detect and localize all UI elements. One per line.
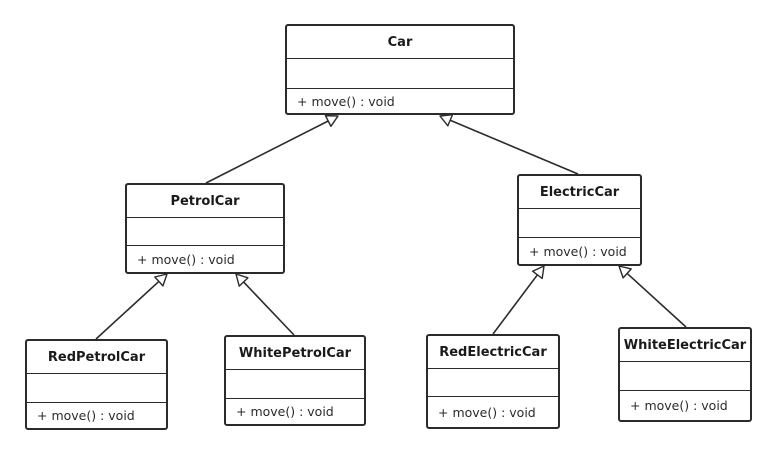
class-red-petrol-car[interactable]: RedPetrolCar + move() : void (25, 339, 168, 430)
class-white-petrol-car[interactable]: WhitePetrolCar + move() : void (224, 335, 366, 426)
generalization-arrowhead (618, 265, 632, 279)
operation-label: + move() : void (297, 93, 395, 109)
class-name: ElectricCar (519, 176, 640, 209)
generalization-line-red-electric-to-electric (492, 274, 539, 335)
operation-label: + move() : void (37, 408, 135, 423)
class-electric-car[interactable]: ElectricCar + move() : void (517, 174, 642, 266)
generalization-line-white-petrol-to-petrol (242, 281, 295, 336)
class-name: Car (287, 26, 513, 59)
attributes-compartment (27, 374, 166, 403)
operation-label: + move() : void (137, 251, 235, 267)
generalization-line-electric-to-car (449, 119, 579, 175)
attributes-compartment (127, 218, 283, 246)
generalization-arrowhead (531, 265, 545, 280)
generalization-arrowhead (324, 114, 339, 128)
operation-label: + move() : void (630, 398, 728, 413)
operation-label: + move() : void (438, 404, 536, 420)
class-name: RedPetrolCar (27, 341, 166, 374)
class-name: RedElectricCar (428, 336, 558, 369)
class-car[interactable]: Car + move() : void (285, 24, 515, 115)
generalization-arrowhead (439, 114, 454, 127)
class-red-electric-car[interactable]: RedElectricCar + move() : void (426, 334, 560, 429)
generalization-line-petrol-to-car (205, 120, 329, 184)
generalization-arrowhead (235, 273, 249, 287)
class-petrol-car[interactable]: PetrolCar + move() : void (125, 183, 285, 274)
generalization-line-red-petrol-to-petrol (95, 280, 160, 340)
attributes-compartment (287, 59, 513, 89)
attributes-compartment (519, 209, 640, 238)
operation-label: + move() : void (236, 404, 334, 419)
class-name: WhitePetrolCar (226, 337, 364, 370)
operation-label: + move() : void (529, 243, 627, 259)
class-name: PetrolCar (127, 185, 283, 218)
attributes-compartment (428, 369, 558, 397)
inheritance-edges (95, 114, 687, 340)
generalization-arrowhead (154, 273, 168, 287)
attributes-compartment (226, 370, 364, 399)
generalization-line-white-electric-to-electric (626, 272, 687, 328)
class-white-electric-car[interactable]: WhiteElectricCar + move() : void (618, 327, 752, 422)
class-name: WhiteElectricCar (620, 329, 750, 362)
attributes-compartment (620, 362, 750, 391)
